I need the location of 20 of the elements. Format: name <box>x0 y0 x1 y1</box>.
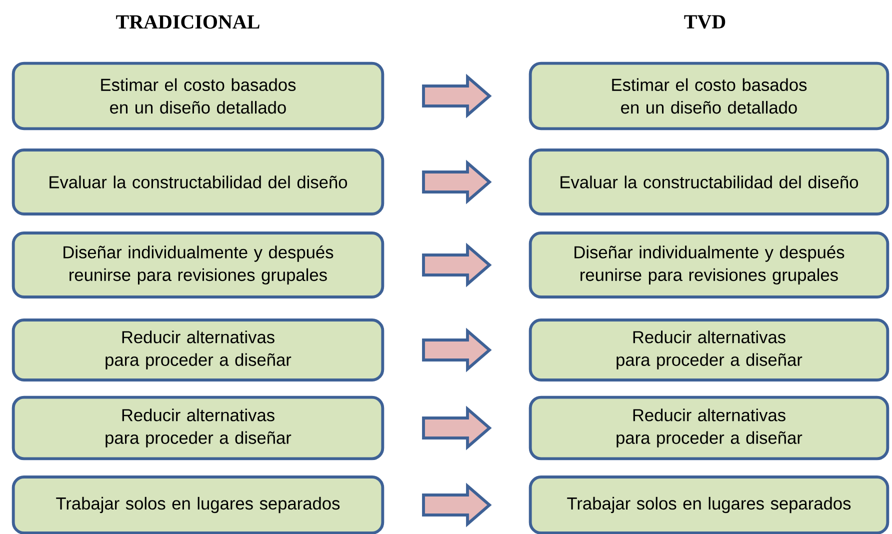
process-box: Estimar el costo basados en un diseño detallado <box>528 62 890 130</box>
process-box: Reducir alternativas para proceder a diseñar <box>528 318 890 382</box>
block-arrow <box>422 482 492 528</box>
column-heading: TVD <box>684 15 726 29</box>
block-arrow <box>422 328 492 372</box>
process-box: Trabajar solos en lugares separados <box>12 476 384 534</box>
process-box: Diseñar individualmente y después reunirse para revisiones grupales <box>12 232 384 298</box>
process-box: Diseñar individualmente y después reunirse para revisiones grupales <box>528 232 890 298</box>
process-box: Estimar el costo basados en un diseño detallado <box>12 62 384 130</box>
column-heading: TRADICIONAL <box>116 15 260 29</box>
process-box: Reducir alternativas para proceder a diseñar <box>12 396 384 460</box>
process-box: Evaluar la constructabilidad del diseño <box>12 148 384 216</box>
process-box: Reducir alternativas para proceder a diseñar <box>12 318 384 382</box>
block-arrow <box>422 74 492 118</box>
process-box: Reducir alternativas para proceder a diseñar <box>528 396 890 460</box>
block-arrow <box>422 160 492 204</box>
process-box: Trabajar solos en lugares separados <box>528 476 890 534</box>
block-arrow <box>422 242 492 288</box>
block-arrow <box>422 406 492 450</box>
process-box: Evaluar la constructabilidad del diseño <box>528 148 890 216</box>
